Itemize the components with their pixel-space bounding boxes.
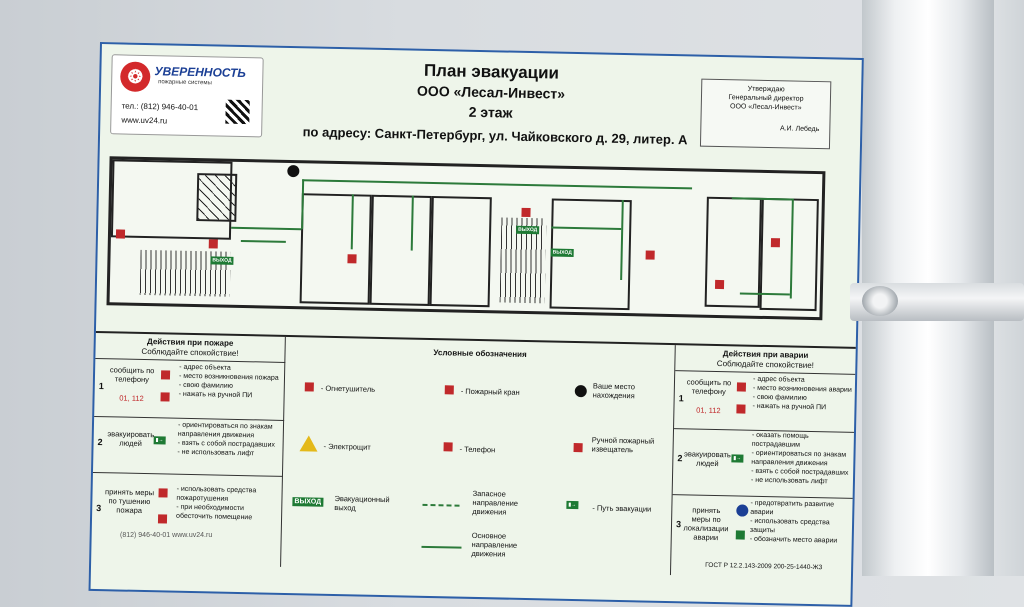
evacuation-path-icon: ▮→ [153, 436, 166, 445]
row-details: - оказать помощь пострадавшим - ориентир… [750, 431, 849, 486]
row-phone: 01, 112 [119, 393, 144, 403]
evacuation-route [231, 226, 302, 231]
manual-alarm-icon [160, 392, 170, 402]
evacuation-route [302, 179, 693, 190]
logo-phone: тел.: (812) 946-40-01 [121, 101, 199, 113]
row-number: 2 [97, 437, 103, 448]
cut-footer-text: (812) 946-40-01 www.uv24.ru [120, 532, 213, 539]
warning-icon [736, 504, 749, 517]
fire-hydrant-icon [208, 239, 218, 249]
row-action: принять меры по локализации аварии [683, 505, 729, 543]
legend-panel: - Электрощит [323, 441, 371, 452]
accident-row: 2 эвакуировать людей ▮→ - оказать помощь… [672, 428, 855, 498]
legend-hydrant: - Пожарный кран [460, 386, 520, 397]
legend-location: Ваше место нахождения [592, 381, 636, 401]
row-action: эвакуировать людей [684, 449, 731, 469]
row-number: 3 [675, 519, 682, 530]
extinguisher-icon [158, 488, 168, 498]
accident-row: 1 сообщить по телефону 01, 112 - адрес о… [674, 370, 856, 432]
approval-stamp: Утверждаю Генеральный директор ООО «Леса… [699, 78, 832, 150]
phone-icon [443, 442, 453, 452]
legend-exit: Эвакуационный выход [334, 494, 390, 513]
row-action: сообщить по телефону [686, 377, 732, 397]
phone-icon [645, 250, 655, 260]
phone-icon [770, 238, 781, 248]
exit-sign: ВЫХОД [292, 497, 324, 507]
exit-sign: ВЫХОД [516, 225, 540, 235]
logo-website: www.uv24.ru [121, 115, 168, 126]
legend-column: Условные обозначения - Огнетушитель - По… [281, 336, 676, 576]
company-logo: ❂ УВЕРЕННОСТЬ пожарные системы тел.: (81… [110, 54, 264, 138]
clamp-bolt [862, 286, 898, 316]
plan-lift [196, 173, 238, 222]
evacuation-path-icon: ▮→ [731, 454, 744, 463]
floor-plan: ВЫХОД ВЫХОД ВЫХОД [106, 156, 826, 321]
evacuation-route [240, 239, 286, 243]
board-header: ❂ УВЕРЕННОСТЬ пожарные системы тел.: (81… [100, 44, 862, 165]
spare-route-icon [422, 503, 463, 507]
extinguisher-icon [304, 382, 314, 392]
manual-alarm-icon [736, 404, 746, 414]
row-phone: 01, 112 [696, 405, 721, 416]
first-aid-icon [735, 530, 745, 540]
legend-heading: Условные обозначения [433, 348, 527, 360]
qr-code-icon [225, 99, 250, 125]
legend-spare: Запасное направление движения [472, 488, 519, 517]
fire-row: 3 принять меры по тушению пожара - испол… [91, 471, 283, 551]
row-number: 2 [677, 453, 683, 464]
plan-title: План эвакуации ООО «Лесал-Инвест» 2 этаж… [303, 59, 688, 148]
you-are-here-icon [287, 164, 300, 178]
row-details: - предотвратить развитие аварии - исполь… [749, 499, 838, 545]
legend-extinguisher: - Огнетушитель [320, 383, 376, 394]
legend-area: Действия при пожаре Соблюдайте спокойств… [91, 330, 856, 579]
exit-sign: ВЫХОД [550, 248, 574, 257]
approval-line-3: ООО «Лесал-Инвест» [729, 103, 802, 112]
fire-hydrant-icon [444, 385, 454, 395]
fire-hydrant-icon [521, 207, 531, 218]
legend-path: - Путь эвакуации [592, 503, 652, 514]
approval-signature: А.И. Лебедь [779, 125, 820, 134]
plan-room [299, 193, 372, 305]
row-number: 1 [98, 381, 104, 392]
logo-name: УВЕРЕННОСТЬ [154, 64, 247, 81]
plan-room [429, 195, 492, 308]
row-action: сообщить по телефону [109, 365, 155, 385]
row-details: - ориентироваться по знакам направления … [177, 421, 275, 458]
evacuation-plan-board: ❂ УВЕРЕННОСТЬ пожарные системы тел.: (81… [88, 42, 864, 607]
fire-hydrant-icon [157, 514, 168, 524]
row-details: - использовать средства пожаротушения - … [176, 485, 257, 522]
phone-icon [160, 370, 171, 380]
electric-panel-icon [299, 435, 318, 452]
accident-row: 3 принять меры по локализации аварии - п… [671, 494, 853, 563]
exit-sign: ВЫХОД [210, 256, 234, 265]
plan-stairwell [704, 196, 762, 308]
row-details: - адрес объекта - место возникновения ав… [752, 375, 852, 412]
accident-actions: Действия при аварии Соблюдайте спокойств… [671, 345, 856, 579]
logo-subtitle: пожарные системы [158, 79, 212, 87]
you-are-here-icon [574, 385, 587, 398]
flame-logo-icon: ❂ [119, 61, 151, 93]
row-number: 3 [96, 503, 102, 514]
legend-main: Основное направление движения [471, 530, 518, 559]
main-route-icon [421, 545, 462, 549]
phone-icon [347, 254, 357, 264]
legend-phone: - Телефон [459, 444, 496, 455]
fire-row: 1 сообщить по телефону 01, 112 - адрес о… [94, 357, 286, 420]
manual-alarm-icon [573, 443, 583, 453]
row-action: эвакуировать людей [107, 429, 155, 448]
evacuation-path-icon: ▮→ [566, 500, 579, 510]
row-number: 1 [678, 393, 684, 404]
fire-hydrant-icon [115, 229, 126, 239]
fire-row: 2 эвакуировать людей ▮→ - ориентироватьс… [92, 415, 285, 476]
legend-manual: Ручной пожарный извещатель [591, 435, 655, 455]
plan-room [369, 194, 432, 306]
extinguisher-icon [714, 279, 725, 290]
row-action: принять меры по тушению пожара [105, 487, 155, 515]
phone-icon [736, 382, 747, 392]
title-address: по адресу: Санкт-Петербург, ул. Чайковск… [302, 124, 688, 148]
row-details: - адрес объекта - место возникновения по… [178, 363, 279, 400]
